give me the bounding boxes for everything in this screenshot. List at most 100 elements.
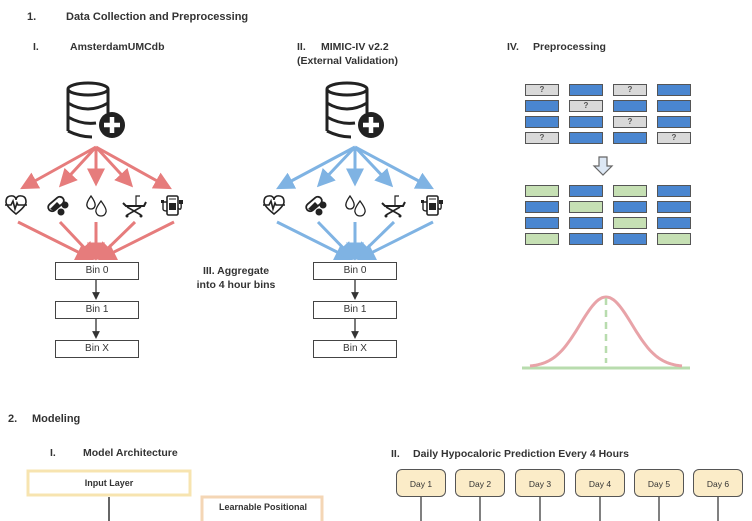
amsterdam-converge-arrows [17, 220, 175, 261]
observed-cell [569, 233, 603, 245]
architecture-title: Model Architecture [83, 447, 178, 459]
heart-rate-icon [5, 195, 27, 216]
day-box: Day 4 [575, 469, 625, 497]
medication-pills-icon [305, 195, 327, 216]
ventilator-machine-icon [161, 195, 183, 216]
observed-cell [657, 201, 691, 213]
panel-4-title: Preprocessing [533, 41, 606, 53]
arrow [97, 220, 175, 261]
panel-4-numeral: IV. [507, 41, 519, 53]
amsterdam-data-icons [5, 194, 183, 218]
prediction-title: Daily Hypocaloric Prediction Every 4 Hou… [413, 448, 629, 460]
mimic-fanout-arrows [276, 145, 434, 190]
medication-pills-icon [47, 195, 69, 216]
positional-box [200, 495, 324, 521]
observed-cell [569, 84, 603, 96]
section-2-title: Modeling [32, 413, 81, 425]
observed-cell [525, 217, 559, 229]
bin-box: Bin X [313, 340, 397, 358]
mimic-converge-arrows [276, 220, 434, 261]
aggregate-label-line1: III. Aggregate [202, 265, 270, 277]
observed-cell [569, 217, 603, 229]
panel-1-numeral: I. [33, 41, 39, 53]
observed-cell [657, 217, 691, 229]
bin-box: Bin X [55, 340, 139, 358]
observed-cell [613, 100, 647, 112]
imputed-cell [525, 185, 559, 197]
missing-cell: ? [613, 116, 647, 128]
observed-cell [525, 116, 559, 128]
bin-box: Bin 0 [55, 262, 139, 280]
missing-cell: ? [613, 84, 647, 96]
observed-cell [657, 100, 691, 112]
observed-cell [613, 233, 647, 245]
input-layer-label: Input Layer [84, 478, 134, 488]
aggregate-label: III. Aggregate into 4 hour bins [186, 264, 286, 292]
day-box: Day 1 [396, 469, 446, 497]
arrow [95, 145, 172, 190]
imputed-cell [525, 233, 559, 245]
panel-2-numeral: II. [297, 41, 306, 53]
observed-cell [613, 201, 647, 213]
gaussian-curve [529, 295, 683, 368]
day-box: Day 3 [515, 469, 565, 497]
bin-box: Bin 1 [313, 301, 397, 319]
section-2-number: 2. [8, 413, 18, 425]
arrow [354, 145, 434, 190]
observed-cell [657, 116, 691, 128]
missing-cell: ? [525, 84, 559, 96]
observed-cell [569, 132, 603, 144]
aggregate-label-line2: into 4 hour bins [196, 279, 276, 291]
arrow [356, 220, 434, 261]
arrow [316, 145, 357, 188]
day-box: Day 6 [693, 469, 743, 497]
arrow [20, 145, 97, 190]
positional-label: Learnable Positional [218, 502, 308, 512]
observed-cell [525, 100, 559, 112]
mimic-data-icons [263, 194, 443, 218]
input-layer-box [26, 469, 192, 497]
imputed-cell [613, 217, 647, 229]
arrow [94, 145, 134, 188]
fluid-drops-icon [345, 194, 366, 217]
bin-box: Bin 0 [313, 262, 397, 280]
bin-box: Bin 1 [55, 301, 139, 319]
prediction-numeral: II. [391, 448, 400, 460]
observed-cell [569, 116, 603, 128]
arrow [353, 145, 394, 188]
bin-arrows [92, 279, 359, 339]
down-arrow-icon [592, 156, 614, 176]
arrow [276, 220, 354, 261]
missing-cell: ? [657, 132, 691, 144]
arrow [276, 145, 356, 190]
arrow [58, 145, 98, 188]
observed-cell [657, 185, 691, 197]
day-box: Day 2 [455, 469, 505, 497]
section-1-title: Data Collection and Preprocessing [66, 11, 249, 23]
panel-2-title-line1: MIMIC-IV v2.2 [321, 41, 389, 53]
observed-cell [657, 84, 691, 96]
database-plus-icon [66, 81, 125, 139]
observed-cell [613, 132, 647, 144]
ventilator-machine-icon [421, 195, 443, 216]
observed-cell [569, 185, 603, 197]
missing-cell: ? [569, 100, 603, 112]
arrow [17, 220, 95, 261]
section-1-number: 1. [27, 11, 37, 23]
imputed-cell [613, 185, 647, 197]
hospital-bed-icon [122, 195, 147, 218]
architecture-numeral: I. [50, 447, 56, 459]
imputed-cell [657, 233, 691, 245]
day-box: Day 5 [634, 469, 684, 497]
day-connectors [420, 497, 719, 521]
missing-cell: ? [525, 132, 559, 144]
panel-1-title: AmsterdamUMCdb [70, 41, 165, 53]
imputed-cell [569, 201, 603, 213]
panel-2-title-line2: (External Validation) [297, 55, 398, 67]
observed-cell [525, 201, 559, 213]
hospital-bed-icon [381, 195, 406, 218]
distribution-curve [522, 295, 690, 370]
amsterdam-fanout-arrows [20, 145, 172, 190]
fluid-drops-icon [86, 194, 107, 217]
